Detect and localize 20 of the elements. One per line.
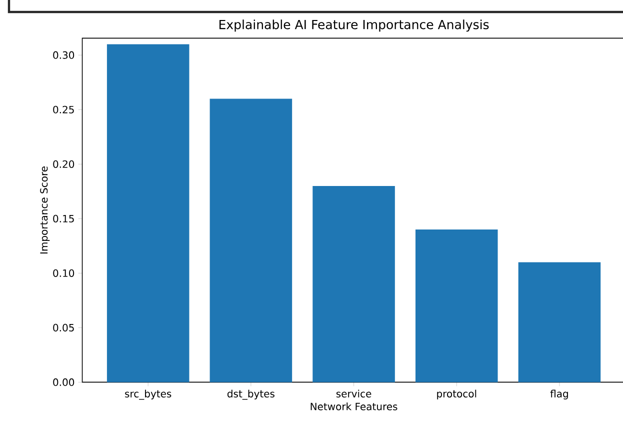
tick-label: flag	[550, 390, 568, 400]
bar	[415, 230, 498, 382]
bar	[518, 262, 601, 382]
axis-title: Importance Score	[40, 166, 50, 254]
tick-label: 0.30	[53, 51, 74, 59]
bar	[312, 186, 395, 382]
tick-label: src_bytes	[125, 390, 172, 400]
axis-title: Network Features	[310, 402, 398, 410]
tick-label: 0.00	[53, 378, 74, 386]
tick-label: protocol	[437, 390, 476, 400]
tick-label: 0.05	[53, 324, 74, 332]
tick-label: 0.15	[53, 214, 74, 222]
tick-label: 0.20	[53, 160, 74, 168]
tick-label: 0.25	[53, 106, 74, 114]
bar	[210, 98, 292, 382]
chart-title: Explainable AI Feature Importance Analysis	[220, 20, 489, 32]
tick-label: dst_bytes	[227, 390, 274, 400]
bar	[106, 44, 190, 382]
tick-label: 0.10	[53, 269, 74, 277]
tick-label: service	[336, 390, 372, 398]
